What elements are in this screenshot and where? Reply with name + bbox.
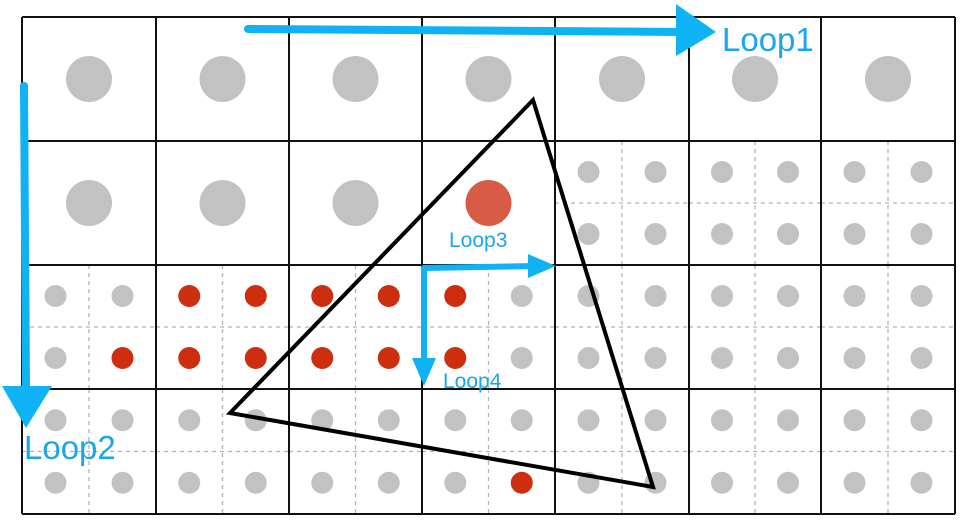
sample-point	[711, 471, 733, 494]
block-sample	[199, 56, 246, 102]
loop2-arrow	[2, 82, 52, 428]
covered-sample	[244, 347, 267, 369]
sample-point	[910, 471, 933, 494]
covered-sample	[377, 347, 400, 369]
sample-point	[777, 285, 799, 307]
block-sample	[332, 56, 379, 102]
sample-point	[510, 347, 533, 369]
covered-sample	[311, 347, 334, 369]
sample-point	[44, 409, 67, 432]
sample-point	[444, 471, 467, 494]
sample-point	[910, 223, 933, 245]
block-sample	[199, 180, 246, 226]
sample-point	[843, 285, 866, 307]
loop2-label: Loop2	[24, 429, 116, 466]
sample-point	[644, 409, 667, 432]
sample-point	[843, 471, 866, 494]
sample-points	[44, 56, 933, 494]
sample-point	[178, 471, 201, 494]
sample-point	[711, 409, 733, 432]
covered-block-sample	[465, 180, 512, 226]
sample-point	[711, 161, 733, 183]
sample-point	[910, 285, 933, 307]
sample-point	[311, 471, 334, 494]
sample-point	[843, 223, 866, 245]
sample-point	[910, 409, 933, 432]
block-sample	[865, 56, 911, 102]
sample-point	[910, 161, 933, 183]
covered-sample	[244, 285, 267, 307]
covered-sample	[510, 471, 533, 494]
sample-point	[777, 471, 799, 494]
sample-point	[777, 161, 799, 183]
sample-point	[777, 347, 799, 369]
sample-point	[44, 285, 67, 307]
covered-sample	[311, 285, 334, 307]
sample-point	[711, 347, 733, 369]
sample-point	[377, 409, 400, 432]
covered-sample	[111, 347, 134, 369]
covered-sample	[178, 347, 201, 369]
sample-point	[777, 409, 799, 432]
sample-point	[244, 471, 267, 494]
loop1-label: Loop1	[722, 21, 814, 58]
sample-point	[843, 409, 866, 432]
sample-point	[44, 347, 67, 369]
sample-point	[311, 409, 334, 432]
sample-point	[111, 285, 134, 307]
sample-point	[644, 223, 667, 245]
sample-point	[843, 161, 866, 183]
block-sample	[465, 56, 512, 102]
sample-point	[510, 409, 533, 432]
sample-point	[577, 223, 600, 245]
covered-sample	[178, 285, 201, 307]
loop1-arrow	[244, 4, 716, 56]
sample-point	[777, 223, 799, 245]
sample-point	[644, 285, 667, 307]
sub-grid-lines	[22, 141, 955, 514]
block-sample	[599, 56, 645, 102]
sample-point	[711, 285, 733, 307]
loop4-arrow	[412, 265, 436, 386]
sample-point	[577, 161, 600, 183]
block-sample	[332, 180, 379, 226]
sample-point	[711, 223, 733, 245]
covered-sample	[444, 285, 467, 307]
block-sample	[66, 56, 112, 102]
sample-point	[44, 471, 67, 494]
loop4-label: Loop4	[443, 370, 502, 393]
block-sample	[732, 56, 778, 102]
triangle	[225, 96, 656, 490]
sample-point	[644, 347, 667, 369]
covered-sample	[377, 285, 400, 307]
sample-point	[644, 161, 667, 183]
block-sample	[66, 180, 112, 226]
loop3-label: Loop3	[449, 229, 507, 252]
sample-point	[111, 409, 134, 432]
sample-point	[577, 409, 600, 432]
sample-point	[510, 285, 533, 307]
covered-sample	[444, 347, 467, 369]
sample-point	[577, 347, 600, 369]
sample-point	[910, 347, 933, 369]
sample-point	[843, 347, 866, 369]
sample-point	[178, 409, 201, 432]
sample-point	[444, 409, 467, 432]
sample-point	[377, 471, 400, 494]
block-grid	[21, 16, 956, 515]
loop3-arrow	[421, 254, 556, 278]
sample-point	[111, 471, 134, 494]
